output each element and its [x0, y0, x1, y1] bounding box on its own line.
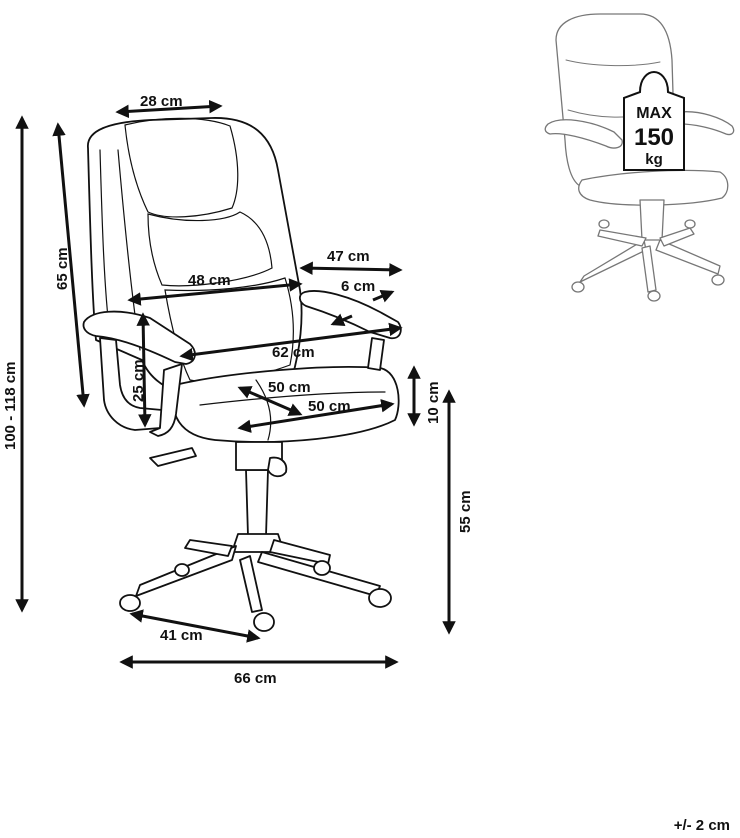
seat-depth-label: 50 cm	[268, 379, 311, 396]
total-height-label: 100 - 118 cm	[2, 362, 19, 450]
gas-lift	[245, 469, 269, 537]
badge-capacity-value: 150	[634, 124, 674, 151]
seat-width-label: 50 cm	[308, 398, 351, 415]
badge-max-text: MAX	[636, 105, 672, 122]
base-star	[135, 533, 381, 613]
armrest-height-label: 25 cm	[130, 359, 147, 402]
headrest-width-label: 28 cm	[140, 93, 183, 110]
tolerance-note: +/- 2 cm	[673, 817, 730, 834]
seat-height-label: 55 cm	[457, 490, 474, 533]
headrest-cushion	[124, 117, 239, 218]
backrest-width-label: 48 cm	[188, 272, 231, 289]
weight-capacity-badge: MAX 150 kg	[623, 70, 685, 171]
width-armrests-label: 62 cm	[272, 344, 315, 361]
backrest-height-label: 65 cm	[54, 247, 71, 290]
base-width-label: 66 cm	[234, 670, 277, 687]
base-radius-label: 41 cm	[160, 627, 203, 644]
badge-unit-text: kg	[645, 151, 663, 168]
dimension-arrows	[15, 99, 456, 669]
lumbar-cushion	[147, 211, 273, 287]
seat-thickness-label: 10 cm	[425, 381, 442, 424]
armrest-width-label: 6 cm	[341, 278, 375, 295]
casters	[119, 560, 392, 632]
armrest-depth-label: 47 cm	[327, 248, 370, 265]
